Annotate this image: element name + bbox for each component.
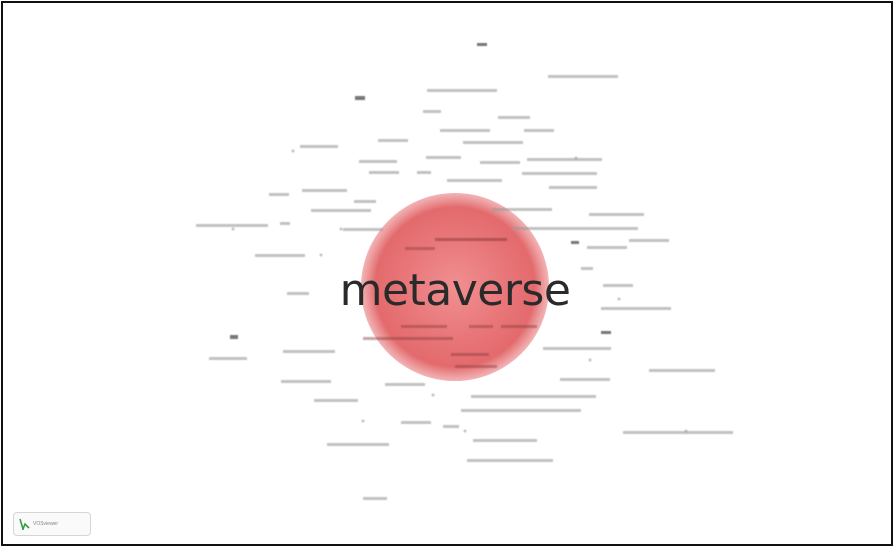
term-node[interactable]: [435, 238, 507, 241]
term-node[interactable]: [327, 443, 389, 446]
term-node[interactable]: [401, 421, 431, 424]
term-map[interactable]: metaverse: [3, 3, 891, 544]
term-node[interactable]: [477, 43, 487, 46]
term-node[interactable]: [471, 395, 596, 398]
term-node[interactable]: [354, 200, 376, 203]
term-node[interactable]: [319, 253, 323, 257]
term-node[interactable]: [524, 129, 554, 132]
term-node[interactable]: [463, 429, 467, 433]
term-node[interactable]: [209, 357, 247, 360]
term-node[interactable]: [492, 208, 552, 211]
term-node[interactable]: [447, 179, 502, 182]
term-node[interactable]: [571, 241, 579, 244]
term-node[interactable]: [649, 369, 715, 372]
term-node[interactable]: [589, 213, 644, 216]
term-node[interactable]: [603, 284, 633, 287]
term-node[interactable]: [440, 129, 490, 132]
term-node[interactable]: [281, 380, 331, 383]
term-node[interactable]: [469, 325, 493, 328]
term-node[interactable]: [560, 378, 610, 381]
term-node[interactable]: [196, 224, 268, 227]
term-node[interactable]: [283, 350, 335, 353]
term-node[interactable]: [369, 171, 399, 174]
term-node[interactable]: [601, 307, 671, 310]
term-node[interactable]: [629, 239, 669, 242]
term-node[interactable]: [405, 247, 435, 250]
central-term-label[interactable]: metaverse: [340, 265, 571, 316]
term-node[interactable]: [343, 228, 383, 231]
term-node[interactable]: [431, 393, 435, 397]
term-node[interactable]: [355, 96, 365, 100]
term-node[interactable]: [314, 399, 358, 402]
peripheral-terms: [196, 43, 733, 500]
term-node[interactable]: [287, 292, 309, 295]
term-node[interactable]: [498, 116, 530, 119]
term-node[interactable]: [451, 353, 489, 356]
term-node[interactable]: [684, 429, 688, 433]
term-node[interactable]: [311, 209, 371, 212]
term-node[interactable]: [426, 156, 461, 159]
term-node[interactable]: [587, 246, 627, 249]
term-node[interactable]: [513, 227, 638, 230]
term-node[interactable]: [601, 331, 611, 334]
term-node[interactable]: [300, 145, 338, 148]
term-node[interactable]: [385, 383, 425, 386]
term-node[interactable]: [527, 158, 602, 161]
term-node[interactable]: [581, 267, 593, 270]
term-node[interactable]: [443, 425, 459, 428]
term-node[interactable]: [231, 227, 235, 231]
term-node[interactable]: [455, 365, 497, 368]
term-node[interactable]: [361, 419, 365, 423]
term-node[interactable]: [461, 409, 581, 412]
term-node[interactable]: [378, 139, 408, 142]
term-node[interactable]: [623, 431, 733, 434]
vosviewer-logo-icon: [19, 518, 30, 530]
term-node[interactable]: [255, 254, 305, 257]
term-node[interactable]: [588, 358, 592, 362]
term-node[interactable]: [339, 227, 343, 231]
term-node[interactable]: [359, 160, 397, 163]
term-node[interactable]: [401, 325, 447, 328]
term-node[interactable]: [574, 156, 578, 160]
term-node[interactable]: [522, 172, 597, 175]
term-node[interactable]: [427, 89, 497, 92]
term-node[interactable]: [467, 459, 553, 462]
term-node[interactable]: [291, 149, 295, 153]
term-node[interactable]: [501, 325, 537, 328]
term-node[interactable]: [269, 193, 289, 196]
term-node[interactable]: [480, 161, 520, 164]
term-node[interactable]: [549, 186, 597, 189]
term-node[interactable]: [417, 171, 431, 174]
term-node[interactable]: [230, 335, 238, 339]
vosviewer-logo-text: VOSviewer: [33, 521, 59, 527]
term-node[interactable]: [302, 189, 347, 192]
term-node[interactable]: [423, 110, 441, 113]
vosviewer-logo-badge[interactable]: VOSviewer: [13, 512, 91, 536]
term-node[interactable]: [363, 497, 387, 500]
term-node[interactable]: [463, 141, 523, 144]
term-node[interactable]: [280, 222, 290, 225]
term-node[interactable]: [617, 297, 621, 301]
term-node[interactable]: [473, 439, 537, 442]
term-node[interactable]: [363, 337, 453, 340]
term-node[interactable]: [543, 347, 611, 350]
term-node[interactable]: [548, 75, 618, 78]
